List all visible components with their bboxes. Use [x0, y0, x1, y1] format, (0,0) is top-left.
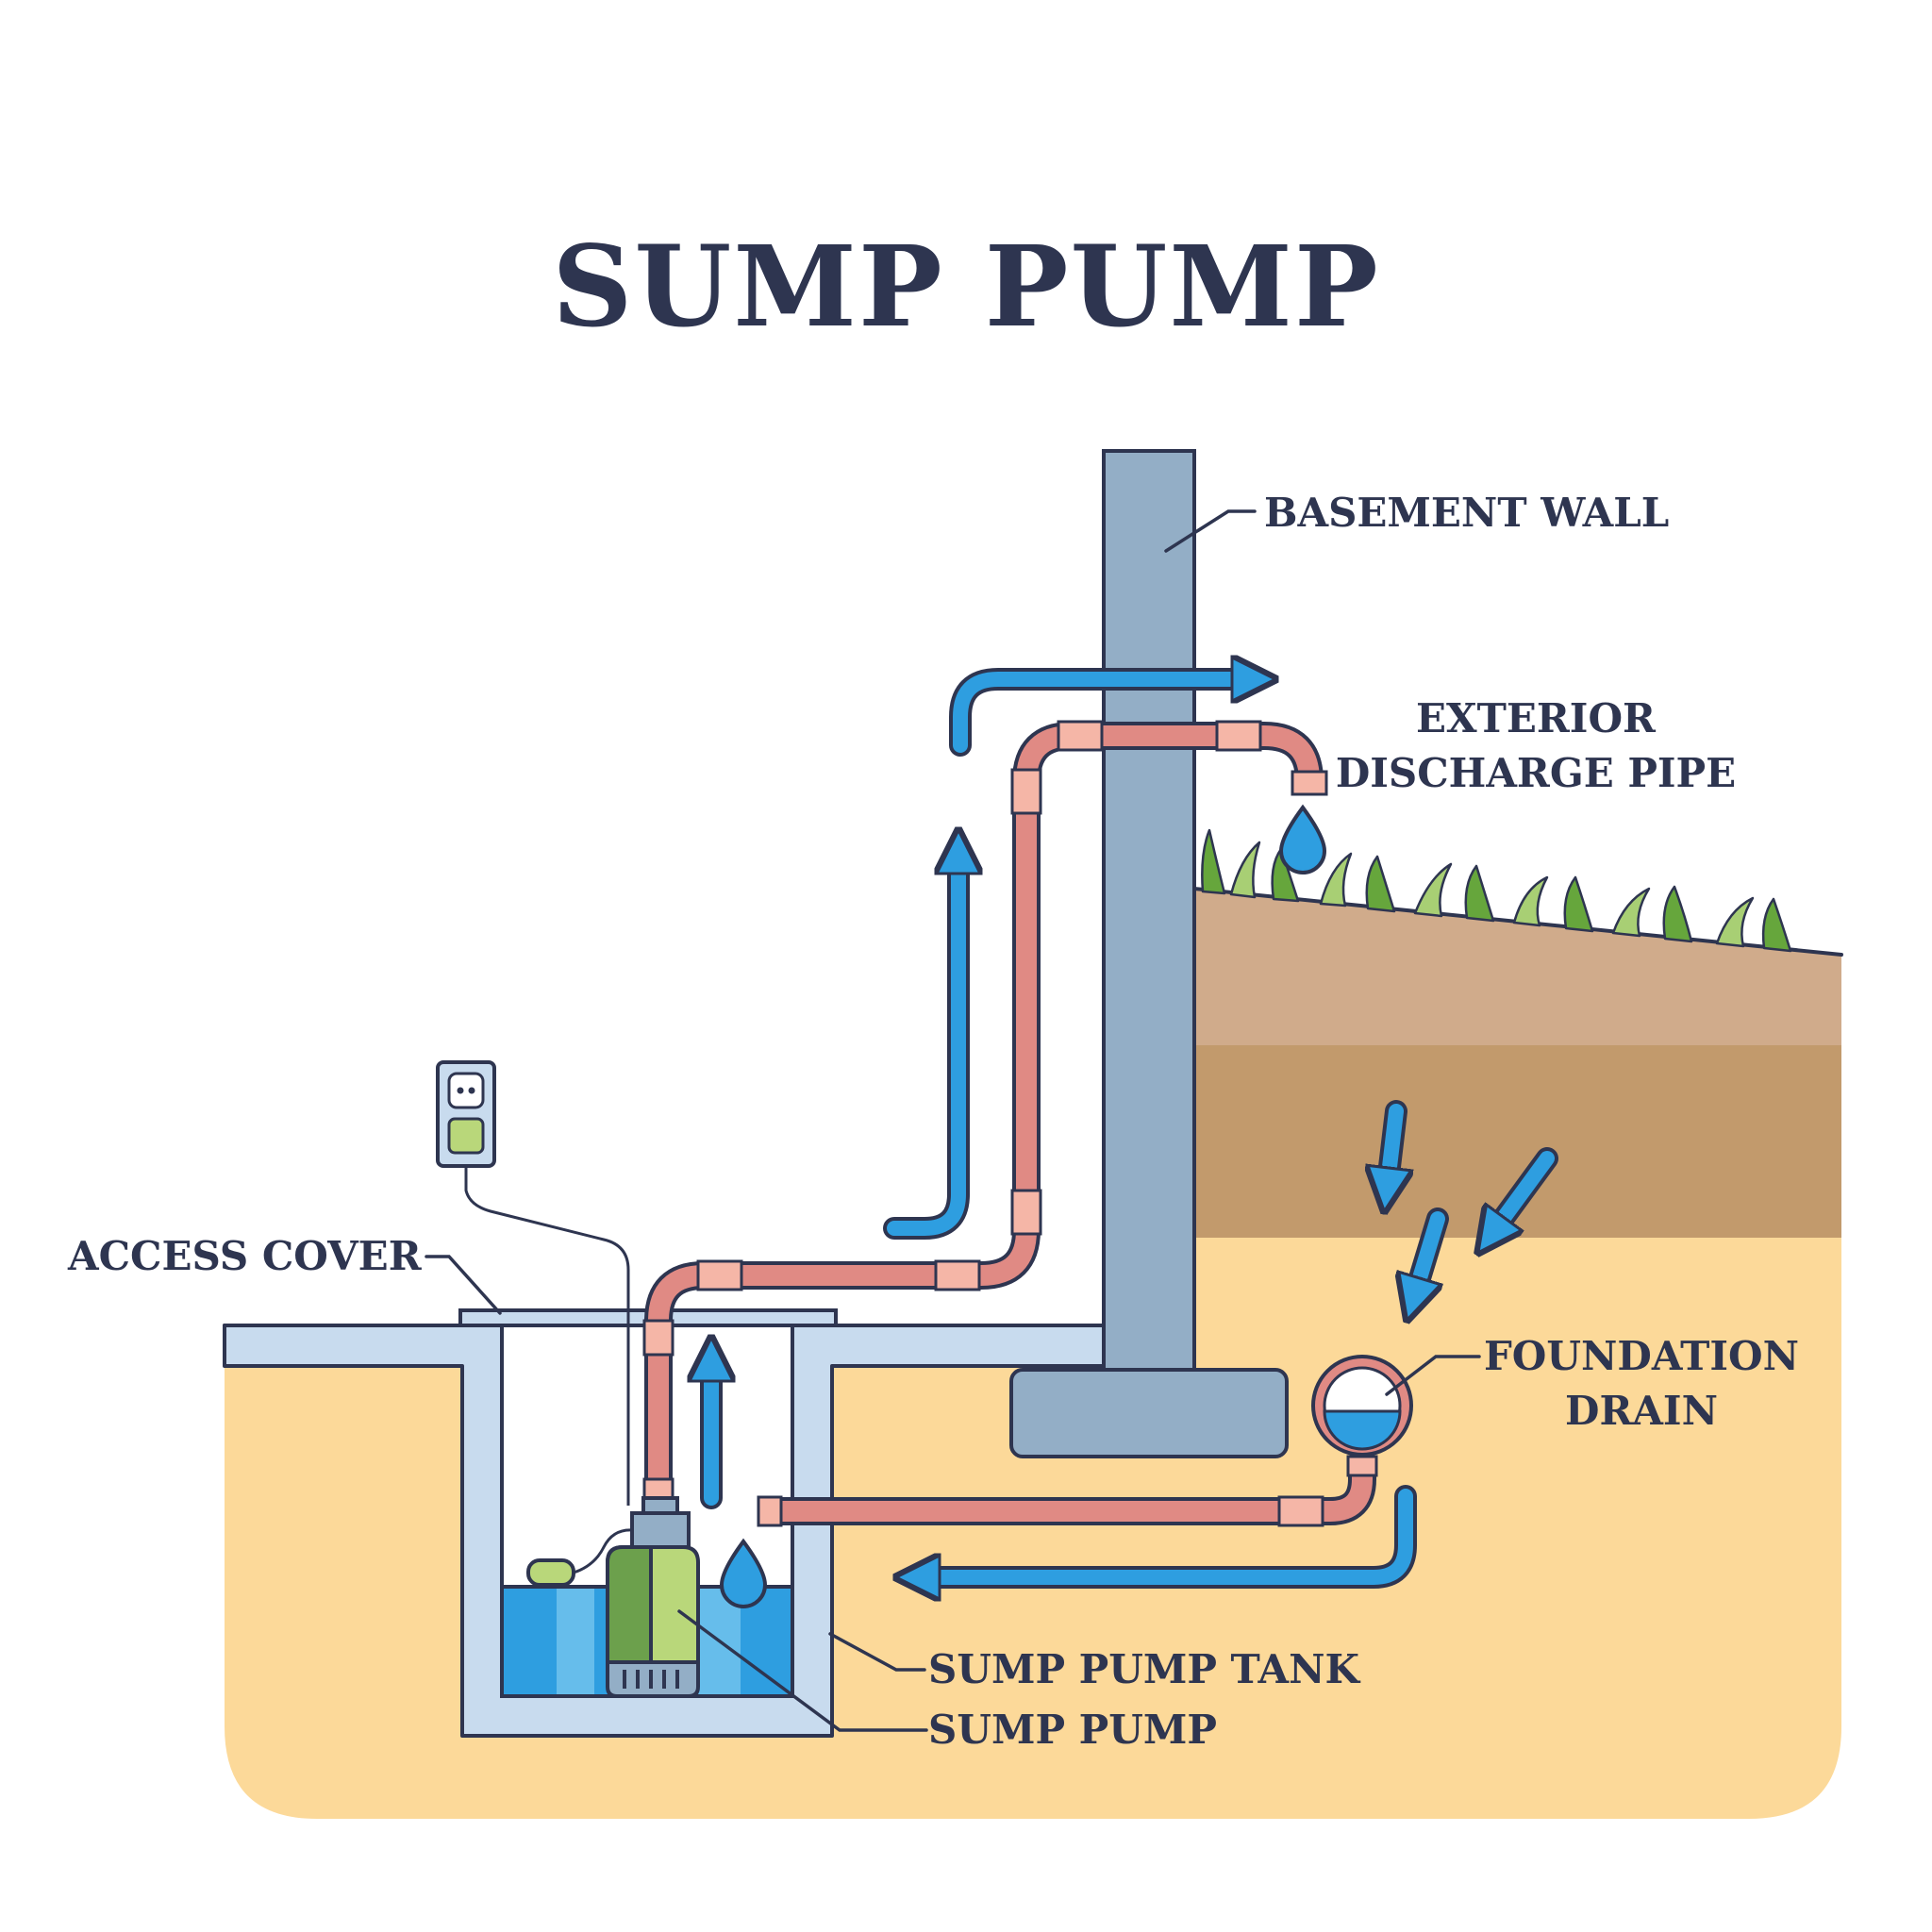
pipe-joints — [642, 720, 1328, 1500]
label-access-cover: ACCESS COVER — [67, 1233, 423, 1279]
foundation-drain-pipe — [757, 1455, 1378, 1527]
water-drop-icon — [1278, 804, 1327, 874]
label-foundation-line2: DRAIN — [1565, 1388, 1718, 1434]
label-exterior-line2: DISCHARGE PIPE — [1336, 750, 1736, 796]
sump-pump — [606, 1496, 700, 1698]
soil-mid-layer — [1194, 1045, 1841, 1238]
discharge-pipe — [644, 722, 1324, 1491]
leader-lines — [425, 509, 1481, 1732]
power-cord — [464, 1166, 630, 1500]
label-foundation-line1: FOUNDATION — [1484, 1333, 1799, 1379]
wall-footing — [1009, 1368, 1289, 1458]
label-sump-pump: SUMP PUMP — [928, 1707, 1217, 1753]
grass — [1201, 828, 1792, 953]
basement-wall — [1102, 449, 1196, 1377]
pit-water-highlight — [557, 1587, 594, 1694]
label-basement-wall: BASEMENT WALL — [1264, 490, 1669, 536]
label-exterior-line1: EXTERIOR — [1416, 695, 1657, 741]
soil-sand-outside — [1194, 1238, 1841, 1325]
foundation-drain — [1311, 1355, 1413, 1457]
float-switch — [526, 1558, 575, 1587]
float-cord — [573, 1528, 635, 1574]
flow-arrows — [711, 679, 1558, 1577]
power-outlet-icon — [436, 1060, 496, 1168]
diagram-title: SUMP PUMP — [552, 221, 1380, 352]
soil-top-layer — [1194, 889, 1841, 1045]
label-sump-pump-tank: SUMP PUMP TANK — [928, 1646, 1360, 1692]
water-drop-icon — [719, 1538, 768, 1608]
